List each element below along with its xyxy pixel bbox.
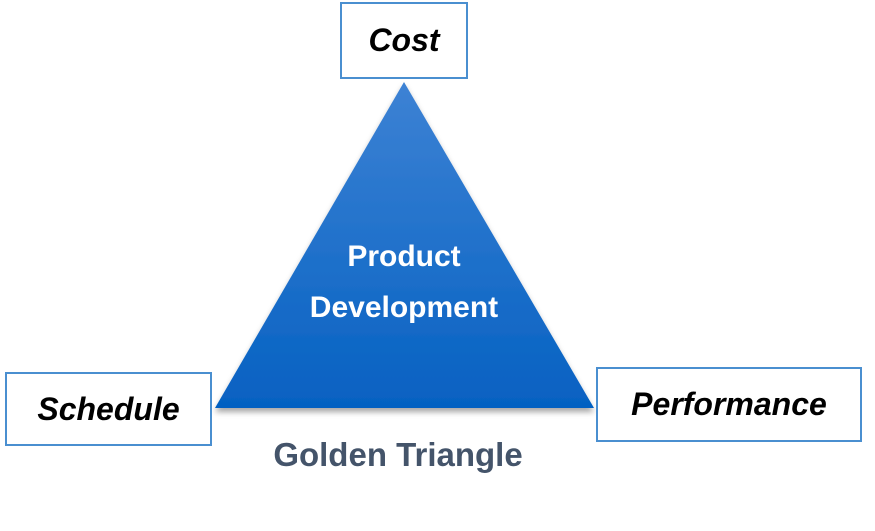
schedule-box: Schedule (5, 372, 212, 446)
center-label-line1: Product (347, 240, 461, 273)
schedule-label: Schedule (37, 390, 180, 427)
cost-box: Cost (340, 2, 468, 79)
performance-box: Performance (596, 367, 862, 442)
diagram-caption: Golden Triangle (273, 436, 523, 473)
center-label-line2: Development (309, 291, 499, 324)
cost-label: Cost (368, 22, 440, 58)
performance-label: Performance (631, 386, 827, 422)
